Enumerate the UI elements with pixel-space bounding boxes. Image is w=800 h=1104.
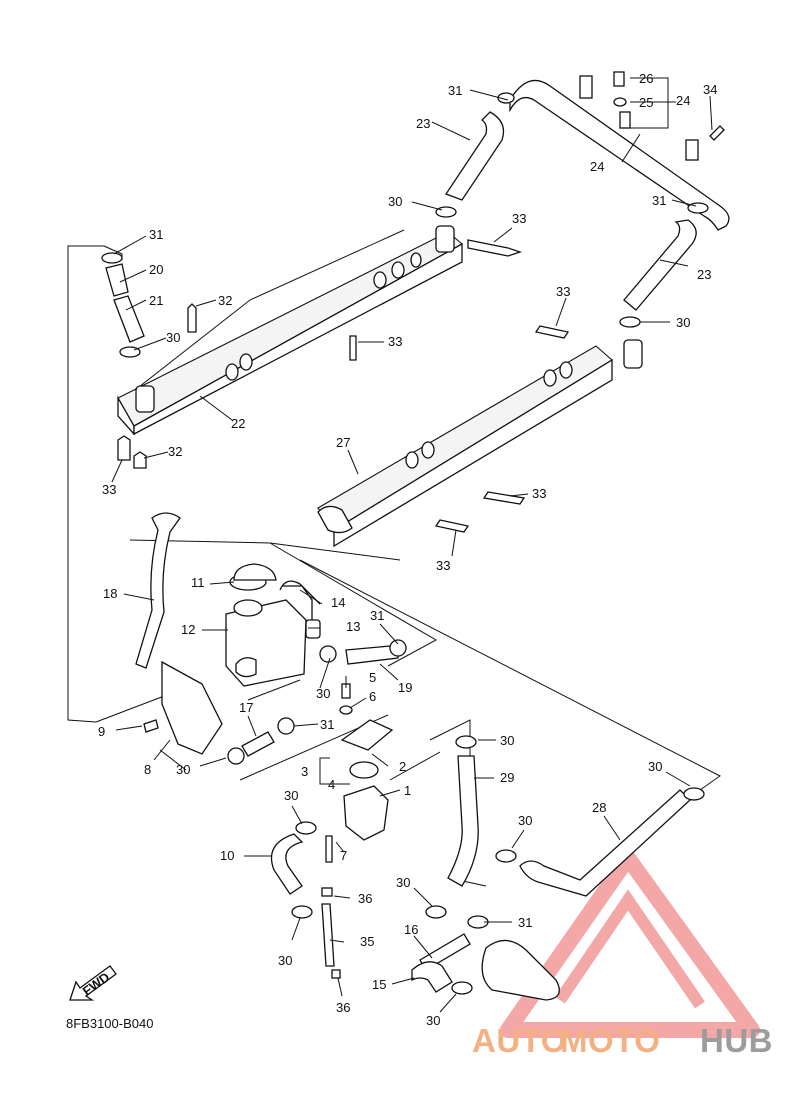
watermark-logo-triangle xyxy=(500,850,760,1038)
callout-30-i: 30 xyxy=(518,813,532,828)
hose-clamps xyxy=(101,92,709,995)
callout-2: 2 xyxy=(399,759,406,774)
callout-24-pipe: 24 xyxy=(590,159,604,174)
callout-30-a: 30 xyxy=(388,194,402,209)
callout-33-a: 33 xyxy=(512,211,526,226)
callout-12: 12 xyxy=(181,622,195,637)
callout-18: 18 xyxy=(103,586,117,601)
callout-33-e: 33 xyxy=(532,486,546,501)
callout-31-f: 31 xyxy=(518,915,532,930)
callout-30-c: 30 xyxy=(166,330,180,345)
fwd-arrow-icon: FWD xyxy=(69,965,117,1001)
callout-1: 1 xyxy=(404,783,411,798)
callout-36-b: 36 xyxy=(336,1000,350,1015)
radiator-rail-upper-left xyxy=(117,225,463,436)
callout-16: 16 xyxy=(404,922,418,937)
callout-30-e: 30 xyxy=(176,762,190,777)
callout-3: 3 xyxy=(301,764,308,779)
callout-31-d: 31 xyxy=(370,608,384,623)
hose-21 xyxy=(113,295,145,343)
pipe-7 xyxy=(325,835,333,863)
callout-4: 4 xyxy=(328,777,335,792)
boundary-lines xyxy=(67,229,721,887)
callout-7: 7 xyxy=(340,848,347,863)
callout-30-d: 30 xyxy=(316,686,330,701)
callout-29: 29 xyxy=(500,770,514,785)
callout-6: 6 xyxy=(369,689,376,704)
hose-15 xyxy=(411,961,453,993)
hose-35 xyxy=(321,903,335,967)
callout-19: 19 xyxy=(398,680,412,695)
reservoir-tank-assembly xyxy=(225,573,321,687)
watermark-part3: HUB xyxy=(700,1022,773,1059)
callout-labels: 1 2 3 4 5 6 7 8 9 10 11 12 13 14 15 16 1… xyxy=(98,71,717,1028)
callout-34: 34 xyxy=(703,82,717,97)
hose-23-right xyxy=(623,219,697,311)
callout-8: 8 xyxy=(144,762,151,777)
callout-10: 10 xyxy=(220,848,234,863)
thermostat-housing xyxy=(340,719,394,841)
callout-14: 14 xyxy=(331,595,345,610)
callout-25: 25 xyxy=(639,95,653,110)
bracket-8 xyxy=(161,660,223,755)
callout-11: 11 xyxy=(191,575,205,590)
radiator-rail-lower xyxy=(317,339,643,548)
callout-26: 26 xyxy=(639,71,653,86)
callout-23-upper: 23 xyxy=(416,116,430,131)
callout-24-bracket: 24 xyxy=(676,93,690,108)
callout-33-b: 33 xyxy=(556,284,570,299)
callout-31-c: 31 xyxy=(149,227,163,242)
callout-31-a: 31 xyxy=(448,83,462,98)
callout-30-j: 30 xyxy=(396,875,410,890)
callout-30-k: 30 xyxy=(426,1013,440,1028)
hose-10 xyxy=(270,833,304,895)
hose-29 xyxy=(447,755,479,887)
upper-pipe-assembly xyxy=(509,75,730,231)
fitting-15 xyxy=(481,939,560,1001)
callout-30-l: 30 xyxy=(648,759,662,774)
callout-32-a: 32 xyxy=(218,293,232,308)
callout-15: 15 xyxy=(372,977,386,992)
callout-9: 9 xyxy=(98,724,105,739)
drawing-code: 8FB3100-B040 xyxy=(66,1016,153,1031)
watermark-part2: MOTO xyxy=(560,1022,660,1059)
callout-33-d: 33 xyxy=(102,482,116,497)
callout-33-f: 33 xyxy=(436,558,450,573)
hose-17 xyxy=(241,731,275,757)
callout-21: 21 xyxy=(149,293,163,308)
hose-18 xyxy=(135,512,181,669)
callout-20: 20 xyxy=(149,262,163,277)
callout-28: 28 xyxy=(592,800,606,815)
leader-lines xyxy=(111,77,713,1013)
callout-36-a: 36 xyxy=(358,891,372,906)
callout-33-c: 33 xyxy=(388,334,402,349)
callout-13: 13 xyxy=(346,619,360,634)
small-fasteners xyxy=(117,71,725,979)
callout-30-b: 30 xyxy=(676,315,690,330)
callout-27: 27 xyxy=(336,435,350,450)
callout-5: 5 xyxy=(369,670,376,685)
callout-17: 17 xyxy=(239,700,253,715)
callout-30-f: 30 xyxy=(284,788,298,803)
callout-35: 35 xyxy=(360,934,374,949)
cap-11 xyxy=(233,563,277,581)
callout-22: 22 xyxy=(231,416,245,431)
hose-23-upper xyxy=(445,111,505,201)
watermark-part1: AUTO xyxy=(472,1022,567,1059)
callout-30-g: 30 xyxy=(278,953,292,968)
callout-31-e: 31 xyxy=(320,717,334,732)
callout-30-h: 30 xyxy=(500,733,514,748)
callout-31-b: 31 xyxy=(652,193,666,208)
watermark-text: AUTO MOTO HUB xyxy=(472,1022,773,1059)
callout-23-right: 23 xyxy=(697,267,711,282)
hose-20 xyxy=(105,263,129,297)
callout-32-b: 32 xyxy=(168,444,182,459)
